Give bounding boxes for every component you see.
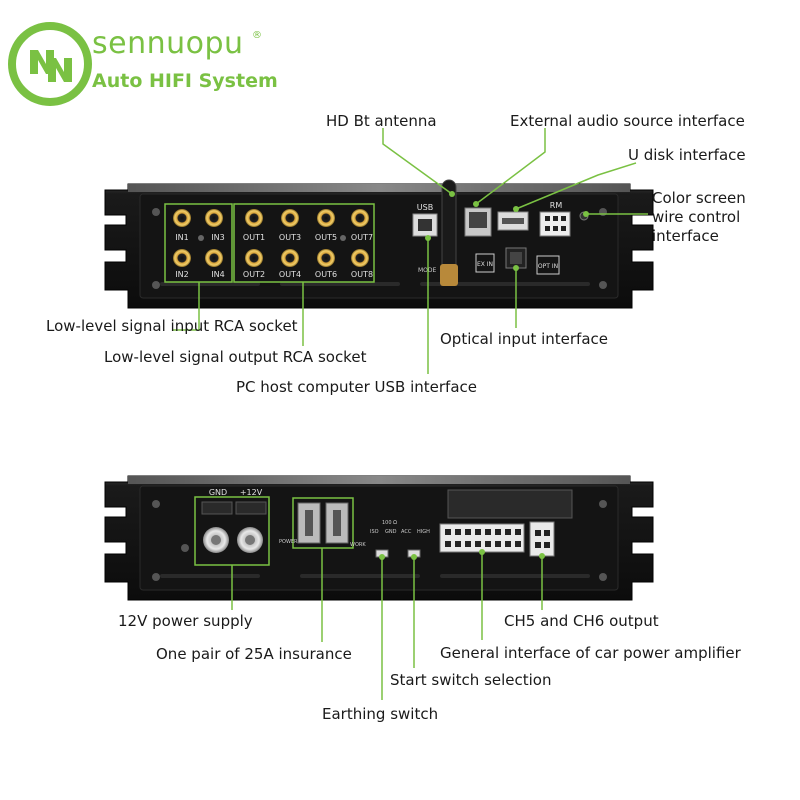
top-device: IN1 IN3 IN2 IN4 OUT1 OUT3 OUT5 OUT7 OUT2…	[104, 128, 654, 374]
label-opt-in: OPT IN	[538, 263, 558, 270]
callout-pc-usb: PC host computer USB interface	[236, 378, 478, 396]
registered-mark: ®	[252, 30, 262, 41]
brand-logo	[8, 22, 298, 112]
callout-color-screen-line1: Color screen	[652, 189, 746, 207]
rca-input-sockets	[173, 209, 223, 267]
label-out2: OUT2	[243, 270, 265, 279]
antenna-icon	[440, 179, 458, 286]
callout-general-interface: General interface of car power amplifier	[440, 644, 741, 662]
callout-power-supply: 12V power supply	[118, 612, 253, 630]
label-in1: IN1	[175, 233, 188, 242]
callout-color-screen-line2: wire control	[652, 208, 741, 226]
label-work: WORK	[350, 542, 366, 548]
label-in3: IN3	[211, 233, 224, 242]
callout-hd-bt-antenna: HD Bt antenna	[326, 112, 437, 130]
label-out6: OUT6	[315, 270, 337, 279]
label-usb: USB	[417, 203, 433, 212]
label-gnd: GND	[209, 488, 227, 497]
label-out8: OUT8	[351, 270, 373, 279]
callout-external-audio: External audio source interface	[510, 112, 745, 130]
bottom-device: GND +12V POWER WORK 100 Ω ISO GND ACC HI…	[104, 475, 654, 700]
label-acc: ACC	[401, 529, 412, 535]
callout-color-screen-line3: interface	[652, 227, 719, 245]
callout-low-output: Low-level signal output RCA socket	[104, 348, 367, 366]
callout-start-switch: Start switch selection	[390, 671, 552, 689]
label-in4: IN4	[211, 270, 224, 279]
callout-u-disk: U disk interface	[628, 146, 746, 164]
brand-name: sennuopu	[92, 26, 244, 61]
label-out3: OUT3	[279, 233, 301, 242]
callout-optical-input: Optical input interface	[440, 330, 609, 348]
label-out5: OUT5	[315, 233, 337, 242]
label-out4: OUT4	[279, 270, 301, 279]
label-in2: IN2	[175, 270, 188, 279]
label-power: POWER	[279, 539, 298, 545]
label-iso: ISO	[370, 529, 379, 535]
callout-insurance: One pair of 25A insurance	[156, 645, 352, 663]
label-high: HIGH	[417, 529, 430, 535]
callout-earthing: Earthing switch	[322, 705, 439, 723]
label-ex-in: EX IN	[477, 261, 493, 268]
label-out7: OUT7	[351, 233, 373, 242]
callout-ch56: CH5 and CH6 output	[504, 612, 659, 630]
sennuopu-logo-icon	[8, 22, 92, 106]
brand-subtitle: Auto HIFI System	[92, 70, 278, 92]
label-gnd2: GND	[385, 529, 397, 535]
label-out1: OUT1	[243, 233, 265, 242]
label-ohm: 100 Ω	[382, 520, 397, 526]
rca-output-sockets	[245, 209, 369, 267]
label-12v: +12V	[240, 488, 263, 497]
label-rm: RM	[550, 201, 563, 210]
callout-low-input: Low-level signal input RCA socket	[46, 317, 298, 335]
